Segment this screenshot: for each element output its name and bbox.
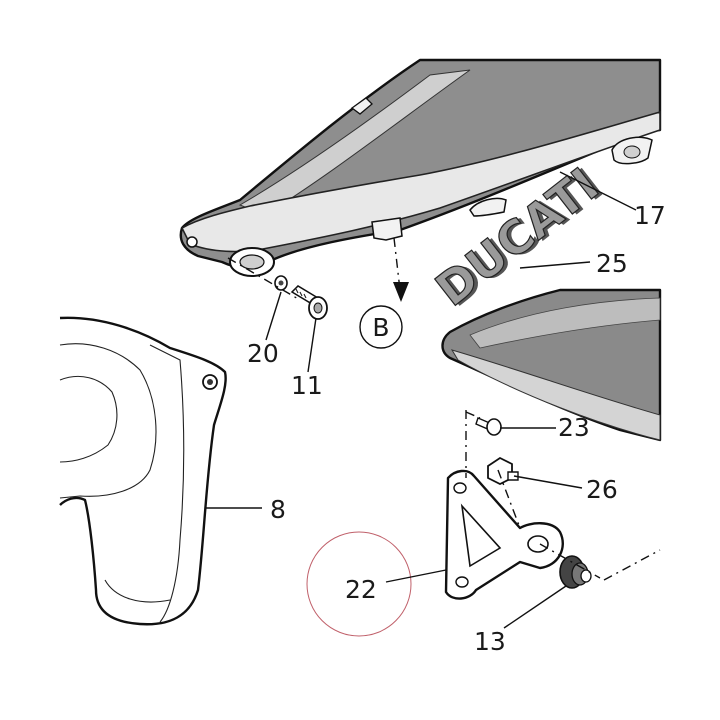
- screw-11: [290, 285, 328, 320]
- callout-20: 20: [247, 339, 279, 368]
- callout-17: 17: [634, 201, 666, 230]
- clip-nut-26: [487, 456, 519, 486]
- view-marker-label: B: [372, 313, 389, 342]
- callout-8: 8: [270, 495, 286, 524]
- callout-26: 26: [586, 475, 618, 504]
- arrow-head: [393, 282, 409, 302]
- callout-labels: 17 25 20 11 8 23 26 22 13: [247, 201, 666, 656]
- callout-22: 22: [345, 575, 377, 604]
- leader-lines: [206, 171, 637, 629]
- callout-11: 11: [291, 371, 323, 400]
- lower-tail-panel: [441, 288, 662, 442]
- screw-23: [475, 417, 502, 436]
- washer-20: [274, 275, 288, 291]
- view-marker-b: B: [359, 305, 403, 349]
- mounting-bracket: [444, 469, 564, 600]
- callout-13: 13: [474, 627, 506, 656]
- upper-side-panel: [179, 58, 662, 277]
- callout-23: 23: [558, 413, 590, 442]
- callout-25: 25: [596, 249, 628, 278]
- left-fairing: [59, 316, 227, 626]
- assembly-axes: [227, 237, 661, 581]
- highlight-circle: [306, 531, 412, 637]
- grommet-13: [559, 555, 592, 589]
